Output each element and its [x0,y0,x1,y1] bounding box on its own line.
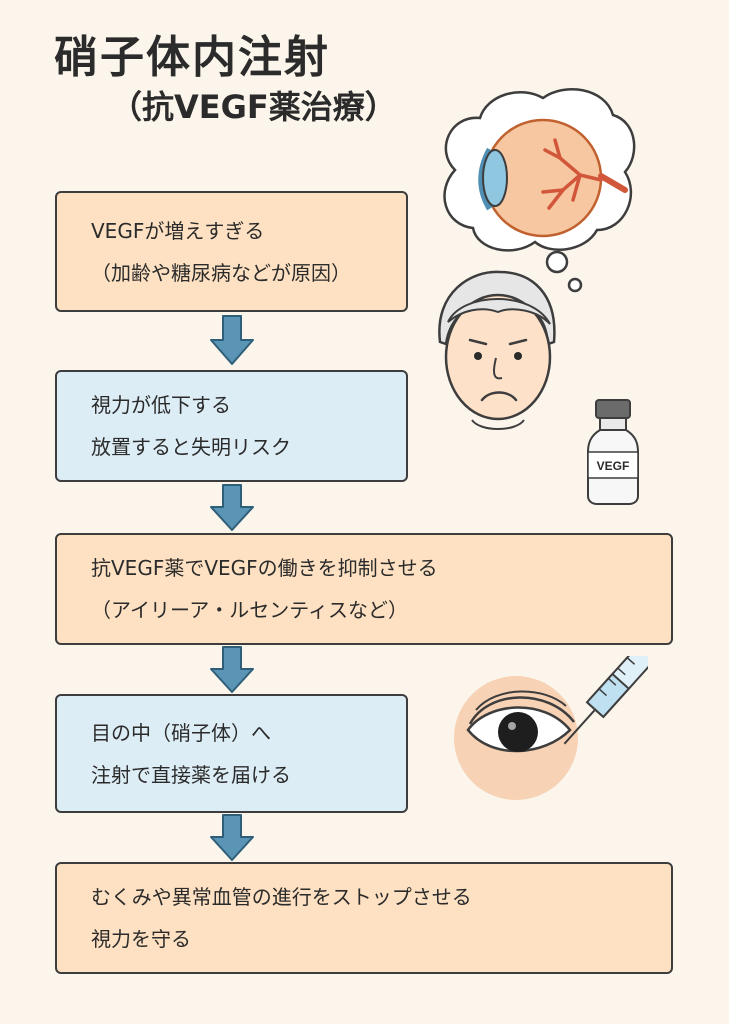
page-title: 硝子体内注射 [54,32,330,83]
down-arrow-icon [210,814,254,861]
step-3-line-2: （アイリーア・ルセンティスなど） [91,598,408,622]
step-box-vegf-increase: VEGFが増えすぎる （加齢や糖尿病などが原因） [55,191,408,312]
step-2-line-2: 放置すると失明リスク [91,435,291,459]
step-5-line-2: 視力を守る [91,927,191,951]
step-4-line-2: 注射で直接薬を届ける [91,762,291,787]
step-box-anti-vegf-drug: 抗VEGF薬でVEGFの働きを抑制させる （アイリーア・ルセンティスなど） [55,533,673,645]
elderly-man-face-icon [438,270,556,430]
step-4-line-1: 目の中（硝子体）へ [91,720,271,745]
page-subtitle: （抗VEGF薬治療） [110,88,397,126]
step-box-protect-vision: むくみや異常血管の進行をストップさせる 視力を守る [55,862,673,974]
step-2-line-1: 視力が低下する [91,393,231,417]
eye-injection-icon [454,656,648,800]
eye-anatomy-thought-bubble-icon [443,88,636,293]
step-box-intravitreal-injection: 目の中（硝子体）へ 注射で直接薬を届ける [55,694,408,813]
step-1-line-1: VEGFが増えすぎる [91,218,265,243]
step-box-vision-decline: 視力が低下する 放置すると失明リスク [55,370,408,482]
step-3-line-1: 抗VEGF薬でVEGFの働きを抑制させる [91,556,438,580]
down-arrow-icon [210,315,254,365]
vial-label: VEGF [597,459,630,473]
vegf-vial-icon: VEGF [587,399,639,505]
step-1-line-2: （加齢や糖尿病などが原因） [91,260,351,285]
step-5-line-1: むくみや異常血管の進行をストップさせる [91,885,472,909]
down-arrow-icon [210,646,254,693]
down-arrow-icon [210,484,254,531]
